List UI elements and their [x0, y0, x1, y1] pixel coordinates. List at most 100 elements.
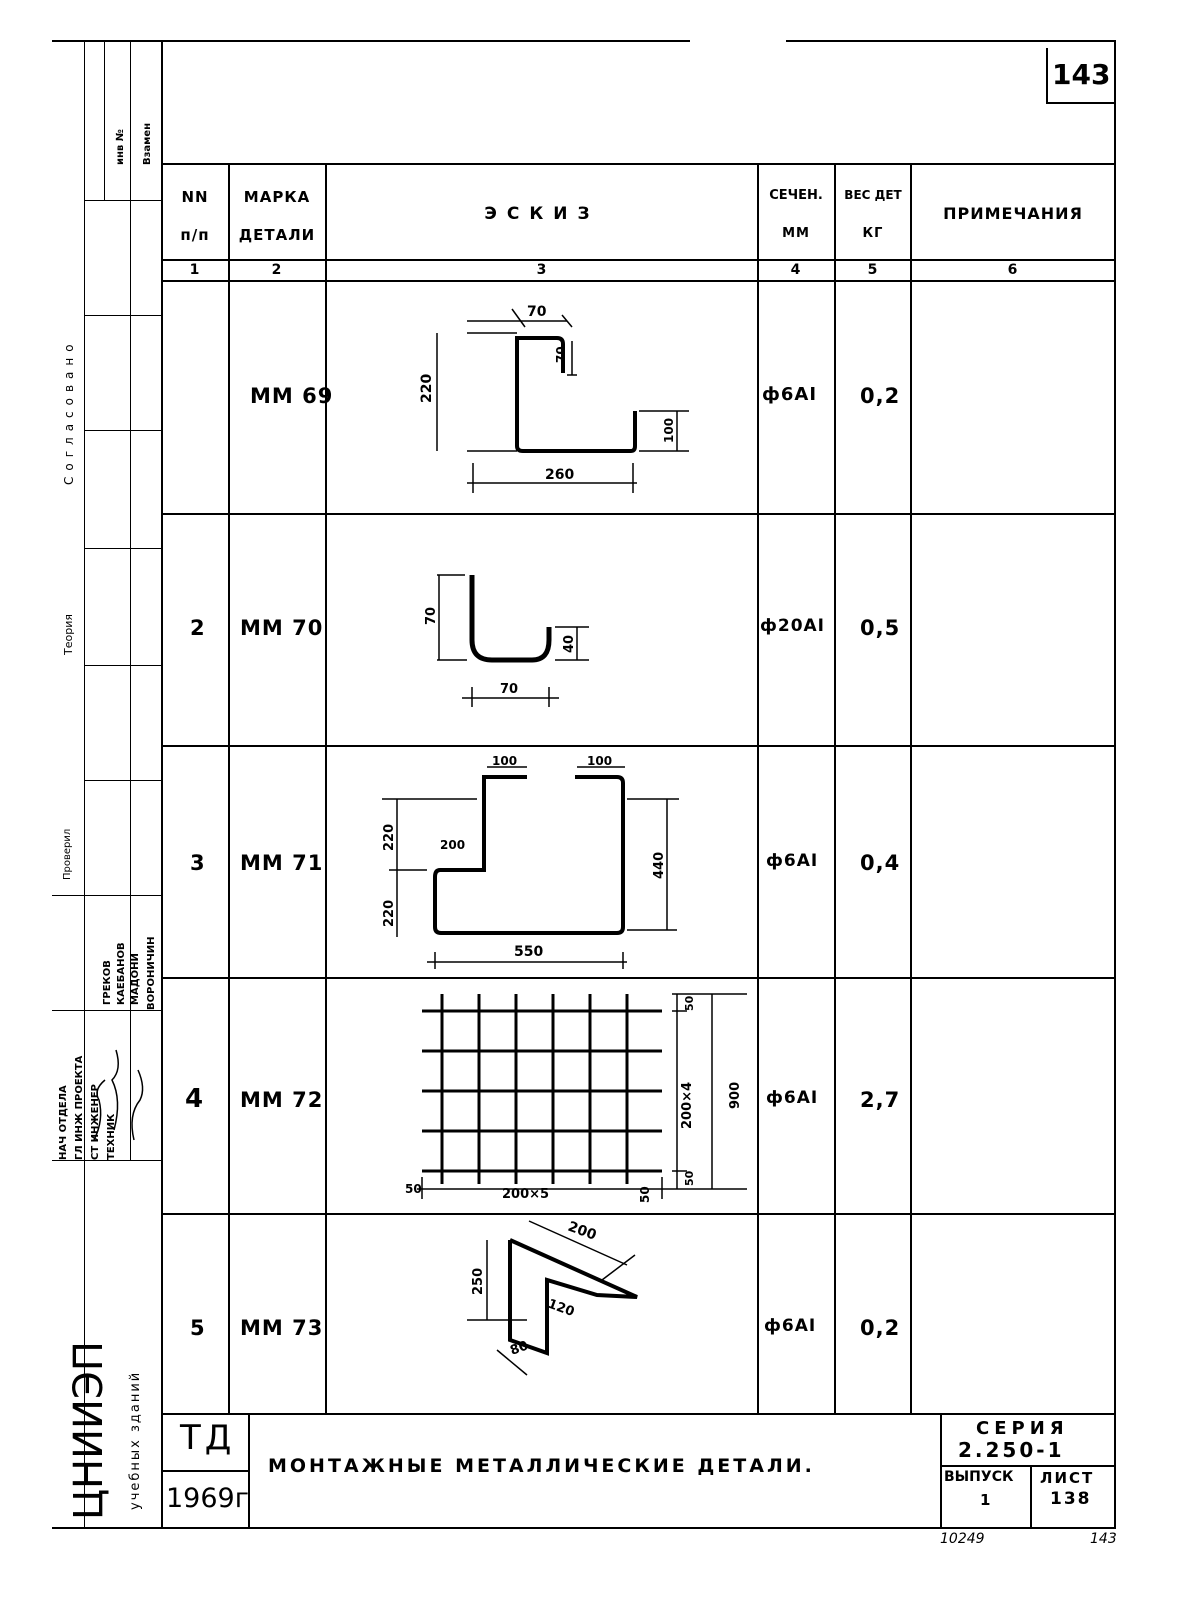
row-1-dim-right: 100: [662, 418, 676, 443]
stamp-role-1: НАЧ ОТДЕЛА: [58, 1085, 69, 1160]
colnum-2: 2: [271, 262, 283, 278]
header-top-line: [161, 163, 1116, 165]
sheet-number: 143: [1052, 58, 1111, 91]
frame-top-left: [52, 40, 690, 42]
stamp-approved: Согласовано: [62, 338, 76, 485]
header-notes: ПРИМЕЧАНИЯ: [943, 204, 1083, 223]
header-section-2: ММ: [782, 226, 810, 241]
stamp-theory: Теория: [62, 614, 75, 655]
row-4-dim-right: 50: [638, 1186, 652, 1203]
colnum-bottom-line: [161, 280, 1116, 282]
footer-left: 10249: [940, 1531, 985, 1547]
sheet-label: ЛИСТ: [1040, 1469, 1095, 1487]
row-4-sketch: 50 200×4 900 50 50 200×5 50: [405, 993, 747, 1203]
row-4-section: ф6АI: [766, 1088, 819, 1108]
row-1-dim-height: 220: [419, 374, 435, 403]
stamp-hline-5: [84, 665, 162, 666]
colnum-6: 6: [1007, 262, 1019, 278]
row-1-dim-top: 70: [527, 304, 547, 320]
row-2-dim-right: 40: [562, 635, 577, 653]
header-mark-2: ДЕТАЛИ: [238, 226, 316, 244]
sheet-number-box: [1046, 48, 1116, 104]
stamp-hline-2: [84, 315, 162, 316]
stamp-inv: инв №: [115, 129, 126, 165]
row-3-dim-right: 440: [652, 852, 667, 879]
row-3-dim-top1: 100: [492, 754, 517, 768]
row-3-dim-left-bottom: 220: [382, 900, 397, 927]
row-line-3: [161, 977, 1116, 979]
stamp-name-3: МАДОНИ: [130, 953, 141, 1005]
title-block-hline-2: [940, 1465, 1116, 1467]
header-weight-2: КГ: [862, 226, 884, 241]
col-line-4: [834, 163, 836, 1415]
row-4-dim-low: 50: [683, 1170, 696, 1186]
header-section-1: СЕЧЕН.: [769, 188, 823, 203]
row-2-dim-height: 70: [424, 607, 439, 625]
colnum-5: 5: [867, 262, 879, 278]
row-1-weight: 0,2: [860, 384, 901, 408]
colnum-4: 4: [790, 262, 802, 278]
header-bottom-line: [161, 259, 1116, 261]
row-4-dim-total: 900: [728, 1082, 743, 1109]
issue-label: ВЫПУСК: [944, 1469, 1014, 1485]
row-2-weight: 0,5: [860, 616, 901, 640]
row-2-dim-bottom: 70: [500, 682, 518, 697]
series-label: СЕРИЯ: [976, 1418, 1069, 1439]
stamp-org-sub: учебных зданий: [128, 1370, 143, 1510]
row-4-dim-span: 200×5: [502, 1187, 549, 1202]
stamp-name-4: ВОРОНИЧИН: [146, 936, 157, 1010]
stamp-vline-1: [84, 40, 85, 1528]
row-1-sketch: 70 70 220 100 260: [419, 304, 689, 493]
header-num-1: NN: [181, 188, 209, 206]
frame-right: [1114, 40, 1116, 1528]
row-1-dim-hook: 70: [554, 346, 568, 363]
stamp-vline-2: [104, 40, 105, 200]
stamp-name-2: КАЕБАНОВ: [116, 942, 127, 1005]
signatures: [93, 1049, 144, 1141]
stamp-hline-7: [52, 895, 162, 896]
header-mark-1: МАРКА: [243, 188, 311, 206]
row-line-4: [161, 1213, 1116, 1215]
title-block-hline-1: [161, 1470, 249, 1472]
row-1-mark: ММ 69: [250, 384, 334, 408]
row-3-dim-bottom: 550: [514, 944, 543, 960]
title-block-vline-1: [248, 1413, 250, 1528]
stamp-hline-3: [84, 430, 162, 431]
row-5-dim-inner: 120: [546, 1297, 577, 1320]
row-line-5: [161, 1413, 1116, 1415]
title-ta: ТД: [180, 1418, 236, 1458]
issue-value: 1: [980, 1491, 991, 1509]
row-2-mark: ММ 70: [240, 616, 324, 640]
stamp-hline-6: [84, 780, 162, 781]
header-num-2: п/п: [180, 226, 210, 244]
row-3-sketch: 100 100 200 220 220 440 550: [382, 754, 679, 969]
title-text: МОНТАЖНЫЕ МЕТАЛЛИЧЕСКИЕ ДЕТАЛИ.: [268, 1455, 815, 1477]
row-5-num: 5: [190, 1316, 206, 1340]
row-4-dim-left: 50: [405, 1182, 422, 1196]
title-year: 1969г: [166, 1483, 249, 1514]
row-3-section: ф6АI: [766, 851, 819, 871]
series-value: 2.250-1: [958, 1438, 1065, 1462]
row-3-dim-inner: 200: [440, 838, 465, 852]
row-2-sketch: 70 40 70: [424, 574, 589, 707]
row-5-dim-bottom: 80: [508, 1338, 530, 1358]
row-3-dim-top2: 100: [587, 754, 612, 768]
col-line-3: [757, 163, 759, 1415]
frame-top-right: [786, 40, 1116, 42]
title-block-vline-3: [1030, 1465, 1032, 1528]
stamp-replace: Взамен: [142, 122, 153, 165]
colnum-1: 1: [189, 262, 201, 278]
stamp-checked: Проверил: [62, 828, 73, 880]
row-line-1: [161, 513, 1116, 515]
col-line-1: [228, 163, 230, 1415]
row-4-weight: 2,7: [860, 1088, 901, 1112]
row-4-dim-top: 50: [683, 995, 696, 1011]
stamp-hline-4: [84, 548, 162, 549]
row-4-dim-mid: 200×4: [680, 1082, 695, 1129]
row-3-weight: 0,4: [860, 851, 901, 875]
stamp-org: ЦНИИЭП: [66, 1341, 112, 1520]
row-5-sketch: 200 250 120 80: [467, 1219, 638, 1376]
col-line-5: [910, 163, 912, 1415]
row-line-2: [161, 745, 1116, 747]
frame-left: [161, 40, 163, 1528]
